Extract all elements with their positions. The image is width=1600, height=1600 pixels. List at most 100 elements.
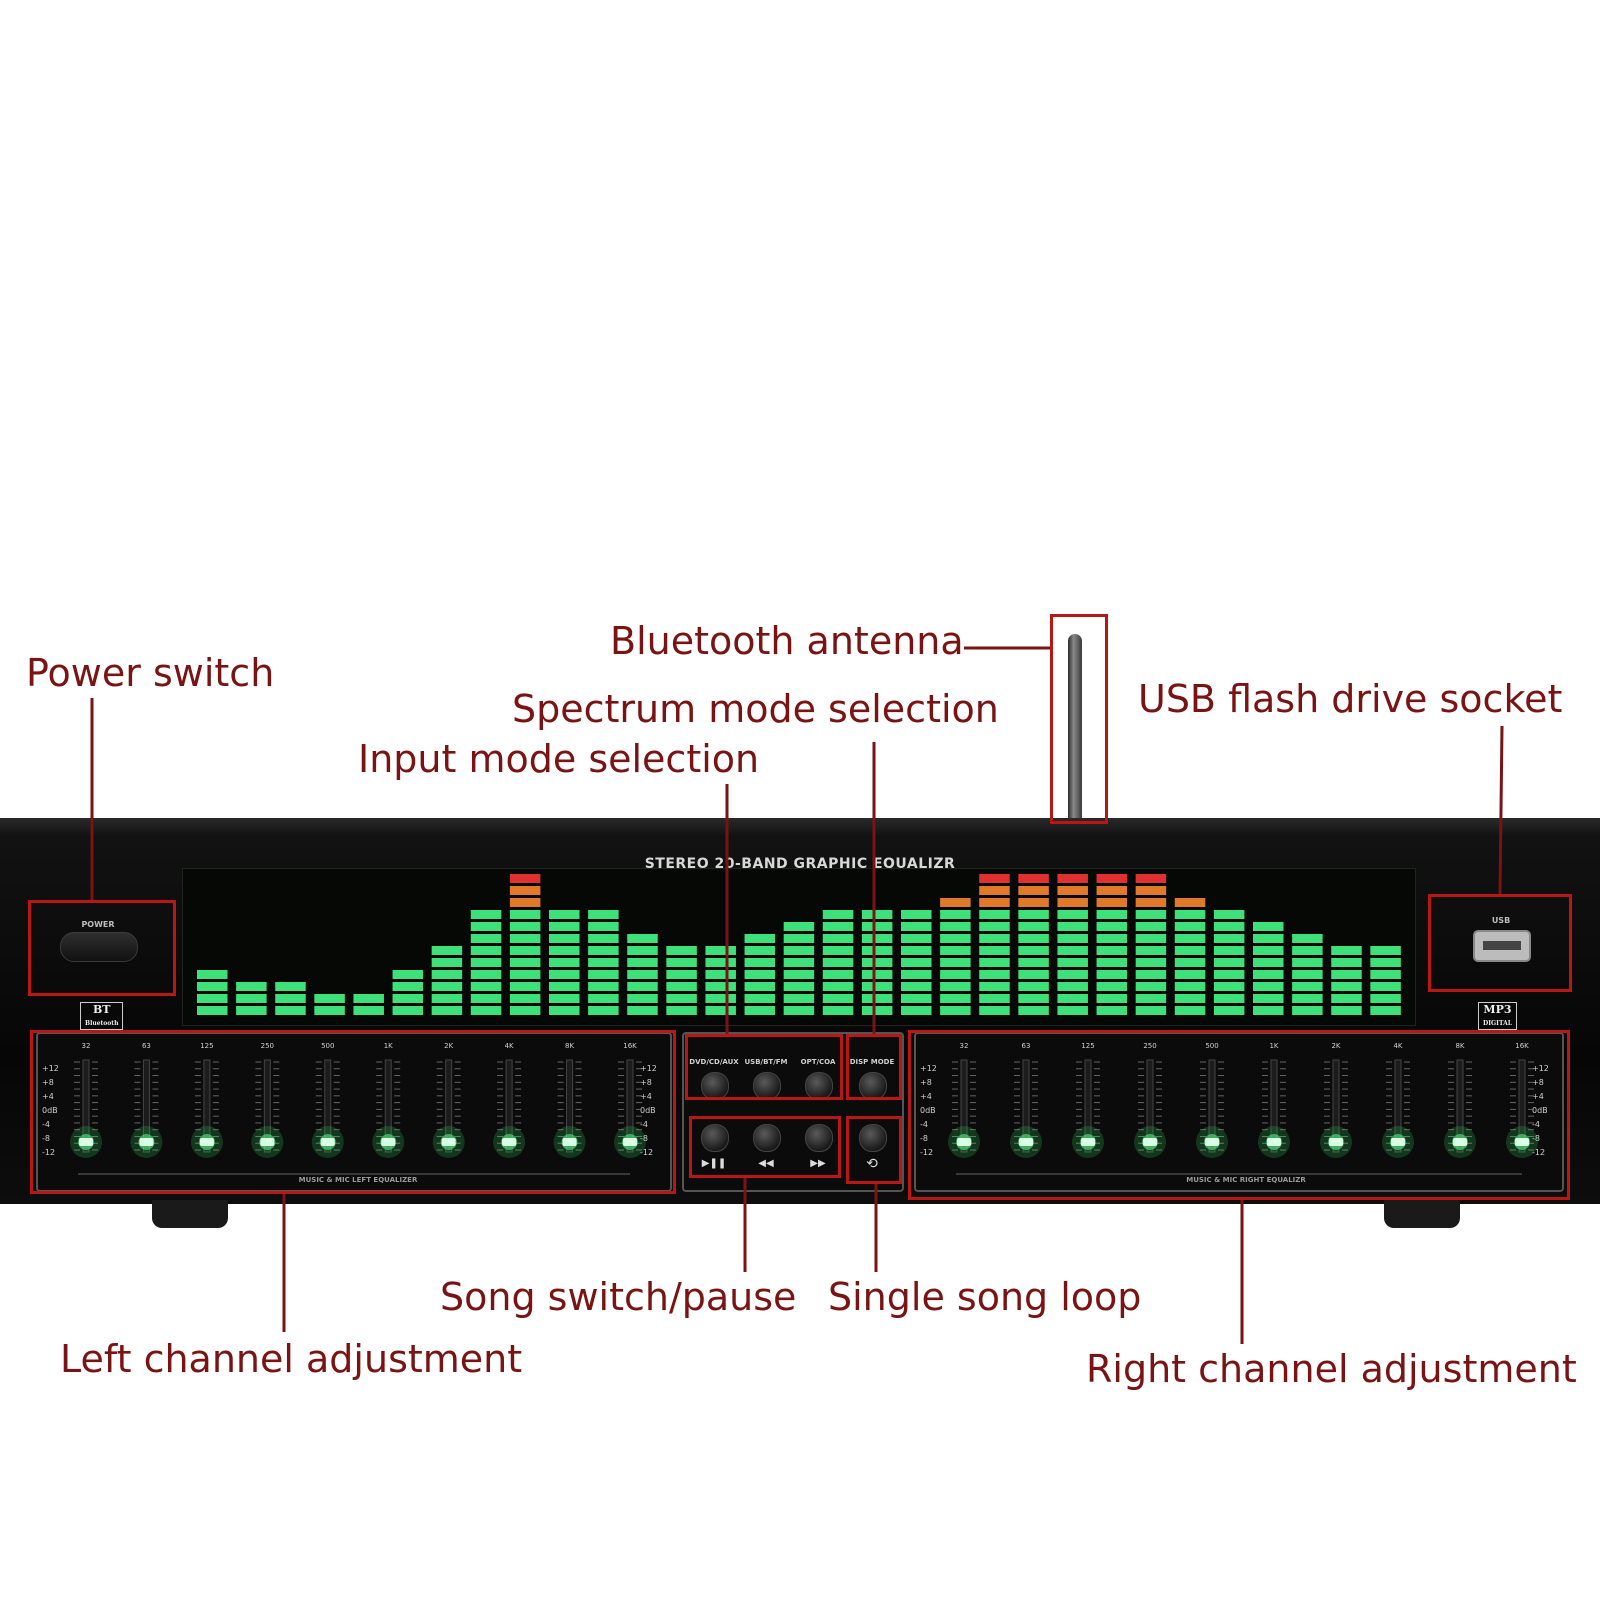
slider-knob[interactable]	[502, 1138, 517, 1146]
spectrum-segment	[470, 934, 502, 943]
right-channel-label: Right channel adjustment	[1086, 1347, 1577, 1391]
slider-knob[interactable]	[623, 1138, 637, 1146]
slider-knob[interactable]	[1143, 1138, 1157, 1146]
slider-knob[interactable]	[957, 1138, 971, 1146]
slider-knob[interactable]	[1267, 1138, 1281, 1146]
slider-knob[interactable]	[139, 1138, 154, 1146]
spectrum-segment	[1331, 994, 1362, 1003]
spectrum-bar	[1213, 910, 1245, 1015]
spectrum-segment	[1018, 910, 1049, 919]
previous-button[interactable]	[753, 1124, 781, 1152]
spectrum-segment	[940, 958, 971, 967]
spectrum-display	[182, 868, 1416, 1026]
slider-knob[interactable]	[1081, 1138, 1095, 1146]
slider-track	[1518, 1059, 1526, 1153]
bluetooth-antenna	[1068, 634, 1082, 820]
spectrum-segment	[783, 934, 815, 943]
spectrum-segment	[901, 910, 932, 919]
play-pause-button[interactable]	[701, 1124, 729, 1152]
slider-knob[interactable]	[562, 1138, 577, 1146]
power-label: POWER	[81, 920, 115, 929]
spectrum-bar	[940, 898, 971, 1015]
spectrum-segment	[861, 994, 893, 1003]
freq-band-label: 4K	[1393, 1042, 1402, 1050]
spectrum-segment	[979, 898, 1010, 907]
input-opt-button[interactable]	[805, 1072, 833, 1100]
slider-knob[interactable]	[199, 1138, 214, 1146]
spectrum-segment	[1331, 958, 1362, 967]
slider-knob[interactable]	[1515, 1138, 1529, 1146]
spectrum-segment	[549, 946, 580, 955]
spectrum-segment	[197, 1006, 228, 1015]
spectrum-segment	[1292, 994, 1323, 1003]
spectrum-segment	[1135, 994, 1167, 1003]
spectrum-bar	[1253, 922, 1284, 1015]
spectrum-segment	[940, 934, 971, 943]
slider-track	[505, 1059, 513, 1153]
song-switch-highlight	[689, 1116, 841, 1178]
left-channel-highlight	[30, 1030, 676, 1194]
spectrum-bar	[979, 874, 1010, 1015]
spectrum-segment	[783, 946, 815, 955]
spectrum-segment	[1331, 1006, 1362, 1015]
slider-track	[384, 1059, 392, 1153]
spectrum-segment	[979, 874, 1010, 883]
slider-track	[626, 1059, 634, 1153]
slider-knob[interactable]	[381, 1138, 396, 1146]
usb-port[interactable]	[1473, 930, 1531, 962]
spectrum-segment	[509, 886, 541, 895]
power-button[interactable]	[60, 932, 138, 962]
slider-knob[interactable]	[1453, 1138, 1467, 1146]
spectrum-segment	[588, 934, 619, 943]
next-button[interactable]	[805, 1124, 833, 1152]
spectrum-segment	[627, 1006, 658, 1015]
slider-knob[interactable]	[260, 1138, 275, 1146]
slider-knob[interactable]	[1205, 1138, 1219, 1146]
spectrum-segment	[236, 994, 267, 1003]
slider-track	[1208, 1059, 1216, 1153]
spectrum-segment	[392, 1006, 424, 1015]
spectrum-segment	[509, 874, 541, 883]
slider-knob[interactable]	[79, 1138, 93, 1146]
bt-badge-sub: Bluetooth	[85, 1020, 119, 1028]
loop-button[interactable]	[859, 1124, 887, 1152]
input-mode-label: Input mode selection	[358, 737, 760, 781]
spectrum-segment	[1057, 922, 1088, 931]
spectrum-segment	[1213, 946, 1245, 955]
db-scale-label: +4	[920, 1092, 932, 1101]
spectrum-segment	[1253, 922, 1284, 931]
slider-knob[interactable]	[320, 1138, 335, 1146]
spectrum-segment	[470, 982, 502, 991]
spectrum-segment	[549, 982, 580, 991]
slider-knob[interactable]	[1329, 1138, 1343, 1146]
spectrum-bars	[197, 874, 1401, 1015]
spectrum-segment	[1135, 874, 1167, 883]
spectrum-segment	[1292, 982, 1323, 991]
spectrum-segment	[940, 994, 971, 1003]
spectrum-segment	[940, 946, 971, 955]
spectrum-segment	[1057, 994, 1088, 1003]
freq-band-label: 2K	[1331, 1042, 1340, 1050]
spectrum-segment	[901, 934, 932, 943]
slider-knob[interactable]	[441, 1138, 456, 1146]
spectrum-segment	[861, 934, 893, 943]
spectrum-segment	[783, 970, 815, 979]
slider-knob[interactable]	[1019, 1138, 1033, 1146]
spectrum-bar	[588, 910, 619, 1015]
spectrum-segment	[1057, 910, 1088, 919]
freq-band-label: 16K	[623, 1042, 637, 1050]
db-scale-label: -12	[640, 1148, 653, 1157]
spectrum-segment	[236, 982, 267, 991]
spectrum-segment	[1096, 934, 1128, 943]
spectrum-segment	[431, 970, 463, 979]
spectrum-segment	[979, 934, 1010, 943]
antenna-highlight	[1050, 614, 1108, 824]
usb-leader	[1498, 725, 1504, 895]
left-foot	[152, 1200, 228, 1228]
spectrum-segment	[509, 1006, 541, 1015]
slider-knob[interactable]	[1391, 1138, 1405, 1146]
spectrum-segment	[705, 946, 736, 955]
